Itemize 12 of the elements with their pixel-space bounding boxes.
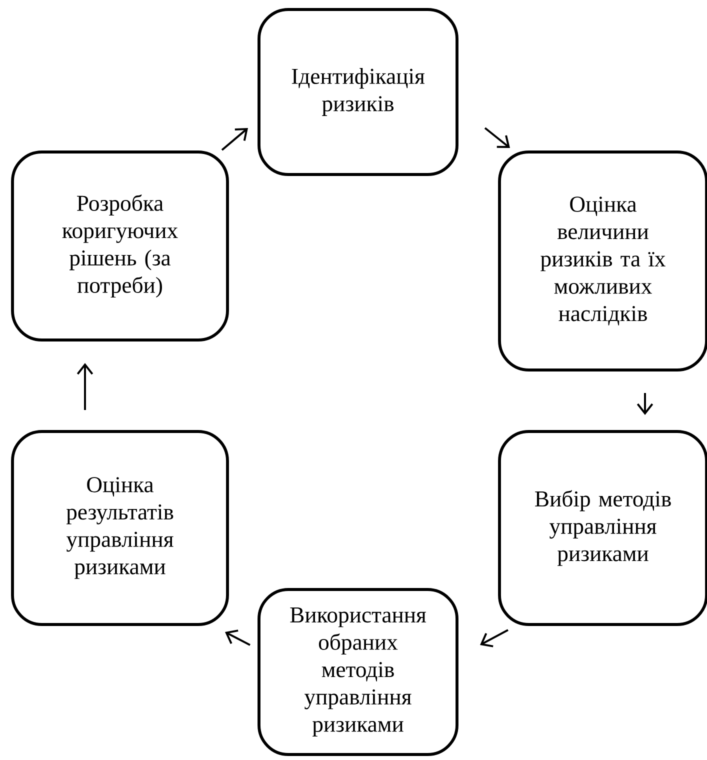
process-box: Оцінка величини ризиків та їх можливих наслідків	[498, 150, 707, 372]
arrow	[221, 128, 248, 151]
process-box: Ідентифікація ризиків	[258, 8, 458, 176]
arrow	[225, 630, 250, 646]
arrow	[76, 363, 94, 410]
process-box: Розробка коригуючих рішень (за потреби)	[11, 150, 229, 342]
process-box: Оцінка результатів управління ризиками	[11, 430, 229, 626]
arrow	[484, 127, 510, 148]
arrow	[480, 629, 508, 648]
process-box: Вибір методів управління ризиками	[498, 430, 707, 626]
process-box: Використання обраних методів управління ризиками	[258, 588, 458, 756]
arrow	[636, 393, 654, 415]
